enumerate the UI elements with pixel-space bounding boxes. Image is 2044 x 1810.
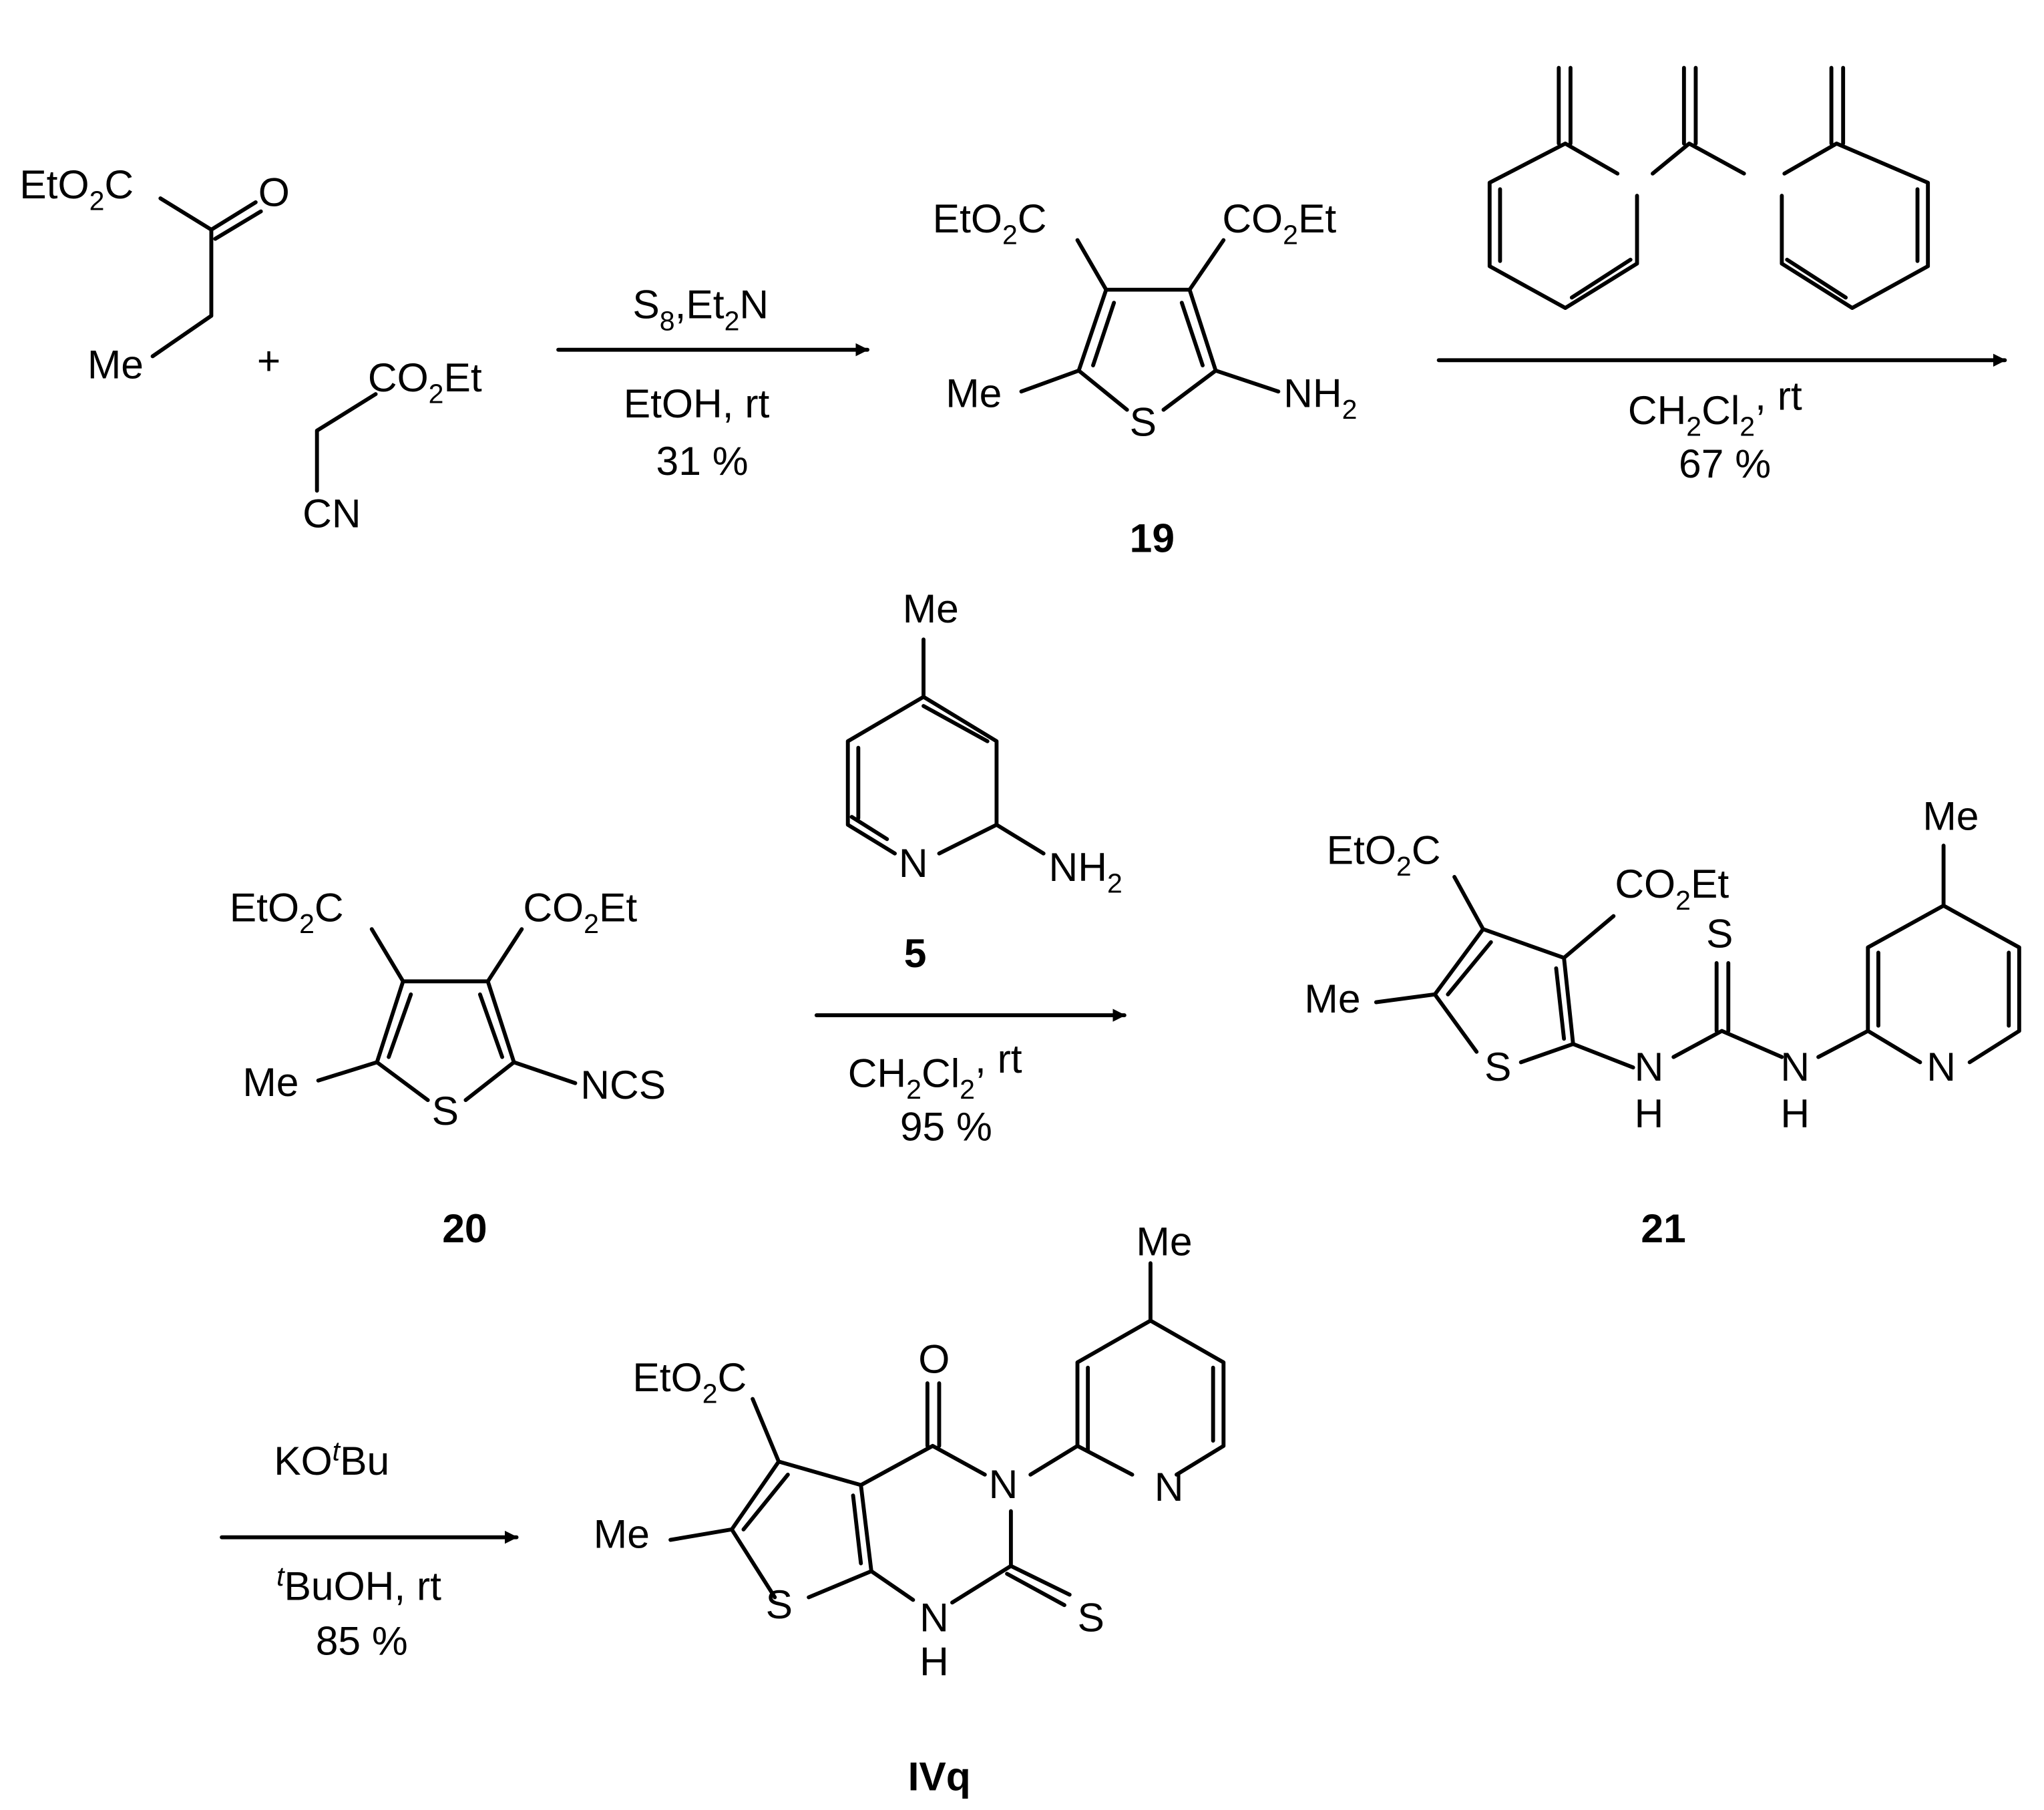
svg-text:S: S (1706, 910, 1733, 956)
starting-cyanoacetate: CO2Et CN (302, 355, 482, 536)
reaction-arrow-4: KOtBu tBuOH, rt 85 % (220, 1435, 519, 1663)
svg-text:S: S (1078, 1594, 1104, 1640)
svg-text:Me: Me (1922, 793, 1979, 839)
compound-19: EtO2C CO2Et Me S NH2 19 (933, 196, 1358, 561)
svg-text:CO2Et: CO2Et (1615, 861, 1729, 916)
svg-text:EtO2C: EtO2C (230, 884, 344, 939)
svg-text:CO2Et: CO2Et (368, 355, 482, 409)
svg-text:O: O (258, 170, 290, 215)
thiocarbonyl-dipyridone-reagent (1487, 65, 1930, 311)
svg-text:N: N (1780, 1044, 1810, 1089)
plus-sign: + (257, 338, 280, 383)
svg-text:95 %: 95 % (900, 1104, 992, 1149)
svg-text:Me: Me (242, 1059, 298, 1105)
svg-text:CH2Cl2, rt: CH2Cl2, rt (1628, 373, 1802, 442)
svg-text:O: O (918, 1336, 950, 1381)
svg-text:NH2: NH2 (1049, 844, 1122, 899)
compound-5-aminopicoline: Me N NH2 5 (845, 586, 1122, 976)
svg-text:N: N (899, 840, 928, 886)
svg-text:N: N (1635, 1044, 1664, 1089)
svg-text:H: H (1635, 1091, 1664, 1136)
svg-text:EtO2C: EtO2C (19, 162, 134, 216)
svg-text:21: 21 (1641, 1206, 1685, 1251)
svg-text:Me: Me (903, 586, 959, 631)
starting-ketoester: EtO2C O Me (19, 162, 290, 387)
svg-text:N: N (919, 1594, 949, 1640)
svg-text:CN: CN (302, 490, 361, 536)
reaction-arrow-3: CH2Cl2, rt 95 % (814, 1009, 1127, 1149)
svg-text:EtO2C: EtO2C (1327, 827, 1441, 882)
svg-text:N: N (989, 1461, 1018, 1507)
compound-IVq: EtO2C O Me Me N N S N H S IVq (594, 1219, 1226, 1799)
svg-text:85 %: 85 % (316, 1618, 408, 1663)
svg-text:NH2: NH2 (1283, 371, 1357, 425)
svg-text:31 %: 31 % (656, 438, 749, 484)
svg-text:S8,Et2N: S8,Et2N (632, 282, 769, 337)
reaction-arrow-1: S8,Et2N EtOH, rt 31 % (556, 282, 869, 484)
reaction-arrow-2: CH2Cl2, rt 67 % (1436, 353, 2007, 486)
svg-text:Me: Me (1136, 1219, 1192, 1264)
svg-text:5: 5 (904, 930, 927, 976)
svg-text:S: S (432, 1088, 459, 1133)
svg-text:CH2Cl2, rt: CH2Cl2, rt (848, 1036, 1022, 1105)
svg-text:S: S (1484, 1044, 1511, 1089)
svg-text:EtO2C: EtO2C (933, 196, 1047, 250)
svg-text:EtOH, rt: EtOH, rt (624, 381, 770, 426)
svg-text:Me: Me (946, 371, 1002, 416)
svg-text:20: 20 (442, 1206, 487, 1251)
svg-text:67 %: 67 % (1679, 441, 1771, 486)
svg-text:KOtBu: KOtBu (274, 1435, 389, 1483)
svg-text:NCS: NCS (580, 1062, 666, 1107)
svg-text:tBuOH, rt: tBuOH, rt (276, 1561, 441, 1608)
svg-text:IVq: IVq (908, 1754, 971, 1799)
svg-text:N: N (1926, 1044, 1956, 1089)
svg-text:Me: Me (87, 342, 144, 387)
svg-text:CO2Et: CO2Et (523, 884, 637, 939)
compound-20: EtO2C CO2Et Me S NCS 20 (230, 884, 666, 1251)
svg-text:EtO2C: EtO2C (632, 1354, 747, 1409)
svg-text:H: H (1780, 1091, 1810, 1136)
svg-text:CO2Et: CO2Et (1222, 196, 1336, 250)
svg-text:19: 19 (1130, 515, 1175, 560)
svg-text:Me: Me (594, 1511, 650, 1556)
compound-21: EtO2C CO2Et Me S S N H N H N Me 21 (1304, 793, 2021, 1251)
svg-text:S: S (1130, 399, 1157, 445)
svg-text:H: H (919, 1639, 949, 1684)
svg-text:Me: Me (1304, 976, 1360, 1021)
